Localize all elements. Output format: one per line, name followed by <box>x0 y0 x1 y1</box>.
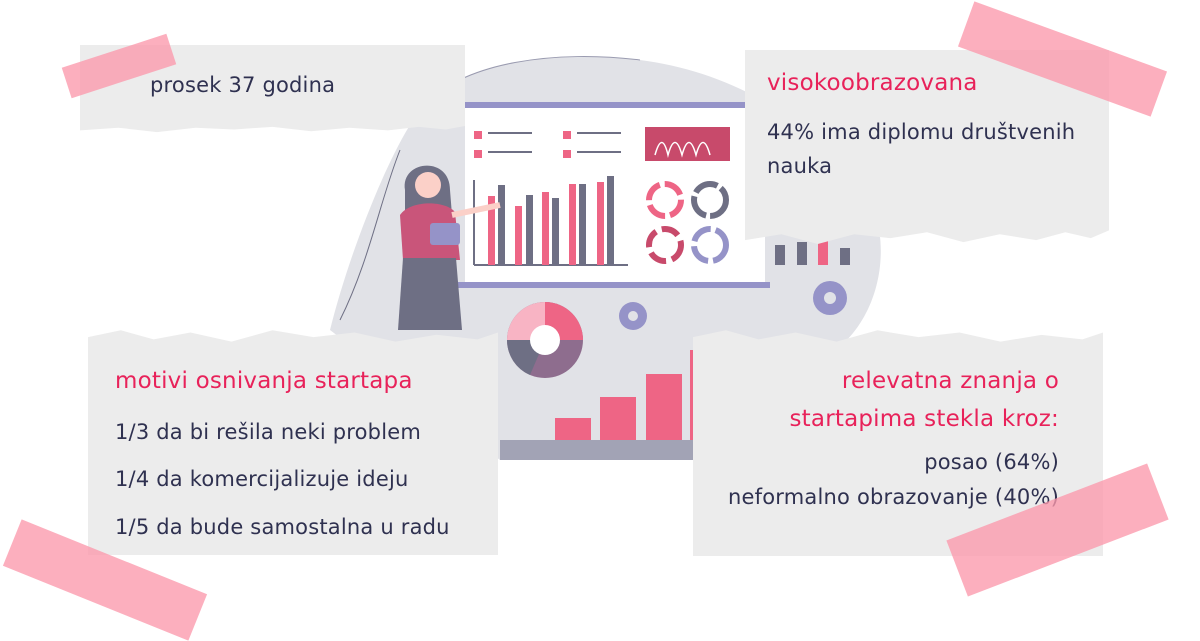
education-line-2: nauka <box>767 154 833 178</box>
motives-card: motivi osnivanja startapa 1/3 da bi reši… <box>88 330 498 555</box>
top-right-bars <box>775 240 850 265</box>
motive-item: 1/4 da komercijalizuje ideju <box>115 467 409 491</box>
knowledge-item: neformalno obrazovanje (40%) <box>728 485 1059 509</box>
donut-charts <box>646 181 729 264</box>
motive-item: 1/5 da bude samostalna u radu <box>115 515 450 539</box>
pie-chart <box>506 302 583 378</box>
knowledge-title-line-1: relevatna znanja o <box>841 368 1059 394</box>
education-title: visokoobrazovana <box>767 70 978 96</box>
age-text: prosek 37 godina <box>150 73 336 97</box>
motives-title: motivi osnivanja startapa <box>115 368 413 394</box>
checklist <box>474 131 621 158</box>
blob-outline <box>339 149 401 321</box>
education-card: visokoobrazovana 44% ima diplomu društve… <box>745 50 1109 245</box>
knowledge-title-line-2: startapima stekla kroz: <box>789 406 1059 432</box>
gear-icon <box>619 281 847 330</box>
knowledge-item: posao (64%) <box>924 450 1059 474</box>
bar-chart <box>473 176 628 266</box>
education-line-1: 44% ima diplomu društvenih <box>767 120 1076 144</box>
woman-presenter <box>398 165 501 330</box>
motive-item: 1/3 da bi rešila neki problem <box>115 420 422 444</box>
